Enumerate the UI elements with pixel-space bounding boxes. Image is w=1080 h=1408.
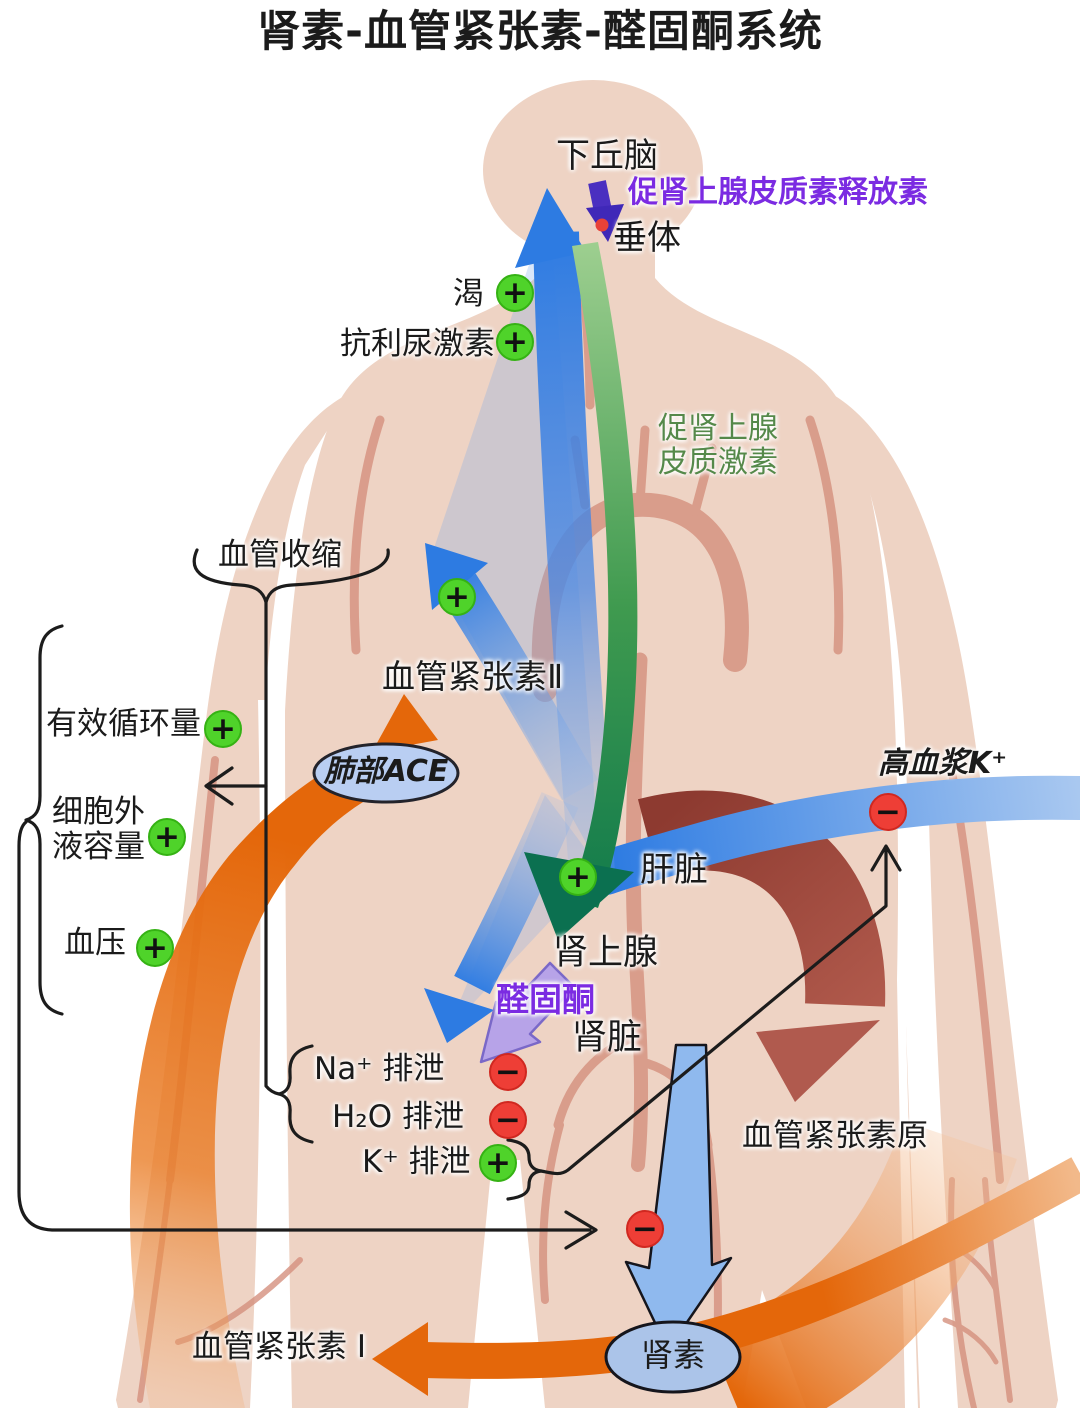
green-acth-arrow (524, 242, 638, 940)
renin-feedback-line (17, 820, 598, 1250)
k-feedback-line (539, 844, 902, 1176)
label-angiotensinogen: 血管紧张素原 (742, 1118, 928, 1154)
label-kidney: 肾脏 (572, 1018, 643, 1058)
label-liver: 肝脏 (640, 850, 708, 890)
blue-arrowhead-hypothalamus (515, 188, 586, 268)
purple-crh-arrow (586, 180, 624, 242)
blue-arrowhead-kidney (424, 988, 494, 1043)
feedback-lines (17, 548, 902, 1250)
label-plasma-k: 高血浆K⁺ (878, 746, 1008, 781)
label-k-excretion: K⁺ 排泄 (362, 1144, 471, 1180)
na-h2o-brace (277, 1044, 314, 1144)
purple-aldosterone-arrow (479, 961, 576, 1064)
orange-arrowhead-to-ang2 (372, 694, 438, 752)
label-ecf-volume: 细胞外 液容量 (52, 794, 145, 865)
adh-plus-marker: + (496, 323, 534, 361)
label-acth: 促肾上腺 皮质激素 (658, 411, 778, 480)
blue-wedge-renin (624, 1043, 733, 1352)
label-effective-volume: 有效循环量 (46, 706, 201, 742)
label-blood-pressure: 血压 (64, 925, 126, 961)
lung-ace-ellipse (312, 742, 460, 804)
vasoconstriction-brace (192, 548, 390, 604)
label-na-excretion: Na⁺ 排泄 (314, 1051, 445, 1087)
arrow-to-volume-group (204, 766, 268, 806)
adrenal-plus-marker: + (559, 858, 597, 896)
blue-arrows-ang2-actions (424, 188, 1080, 1043)
label-lung-ace: 肺部ACE (323, 754, 449, 789)
orange-arrowhead-to-ang1 (372, 1322, 428, 1396)
vasoconstriction-plus-marker: + (438, 578, 476, 616)
label-renin: 肾素 (640, 1336, 705, 1374)
label-hypothalamus: 下丘脑 (556, 136, 658, 176)
label-aldosterone: 醛固酮 (496, 980, 595, 1019)
label-adrenal: 肾上腺 (553, 933, 659, 973)
renin-ellipse (604, 1320, 742, 1394)
h2o-minus-marker: − (489, 1101, 527, 1139)
pituitary-dot (595, 218, 609, 232)
label-thirst: 渴 (453, 276, 484, 312)
label-angiotensin2: 血管紧张素Ⅱ (382, 657, 564, 696)
plasma-k-minus-marker: − (869, 793, 907, 831)
renin-minus-marker: − (626, 1210, 664, 1248)
ecf-volume-plus-marker: + (148, 818, 186, 856)
label-vasoconstriction: 血管收缩 (218, 537, 342, 573)
label-pituitary: 垂体 (613, 218, 681, 258)
k-excretion-plus-marker: + (479, 1144, 517, 1182)
diagram-title: 肾素-血管紧张素-醛固酮系统 (257, 7, 823, 57)
label-h2o-excretion: H₂O 排泄 (332, 1099, 464, 1135)
thirst-plus-marker: + (496, 274, 534, 312)
label-adh: 抗利尿激素 (340, 326, 495, 362)
na-minus-marker: − (489, 1053, 527, 1091)
blood-pressure-plus-marker: + (136, 929, 174, 967)
volume-group-brace (24, 624, 64, 1016)
effective-volume-plus-marker: + (204, 710, 242, 748)
label-angiotensin1: 血管紧张素 Ⅰ (192, 1329, 366, 1365)
label-crh: 促肾上腺皮质素释放素 (628, 175, 928, 210)
